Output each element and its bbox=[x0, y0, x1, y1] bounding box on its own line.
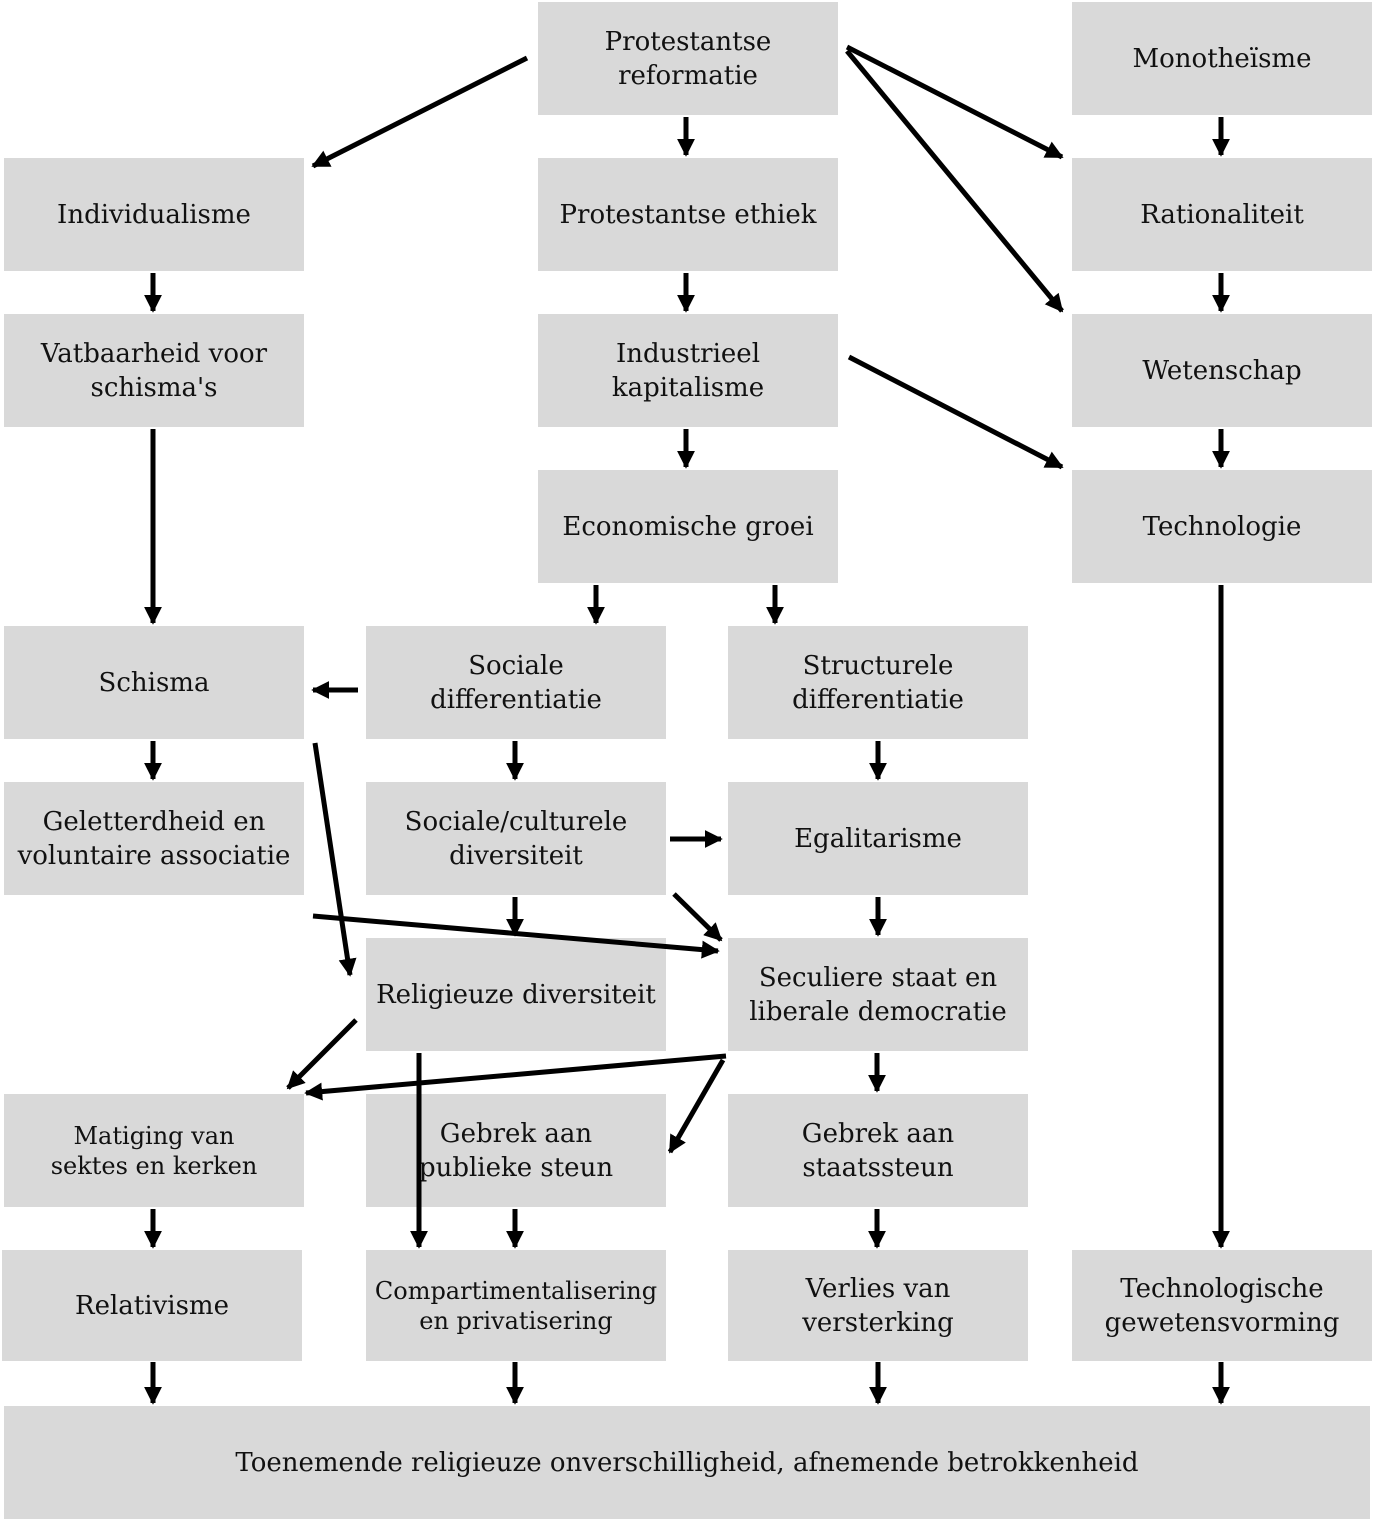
node-label: Relativisme bbox=[75, 1290, 229, 1321]
arrow-schisma-religieuze-diversiteit bbox=[312, 742, 357, 977]
node-label: Protestantse ethiek bbox=[559, 199, 817, 230]
node-protestantse-ethiek: Protestantse ethiek bbox=[538, 158, 838, 271]
node-label: Structurele differentiatie bbox=[792, 650, 964, 715]
node-label: Sociale/culturele diversiteit bbox=[404, 806, 628, 871]
node-label: Protestantse reformatie bbox=[604, 26, 772, 91]
node-vatbaarheid-voor-schismas: Vatbaarheid voor schisma's bbox=[4, 314, 304, 427]
node-technologie: Technologie bbox=[1072, 470, 1372, 583]
node-gebrek-publieke-steun: Gebrek aan publieke steun bbox=[366, 1094, 666, 1207]
node-matiging: Matiging van sektes en kerken bbox=[4, 1094, 304, 1207]
node-sociale-differentiatie: Sociale differentiatie bbox=[366, 626, 666, 739]
node-label: Toenemende religieuze onverschilligheid,… bbox=[235, 1447, 1139, 1478]
node-label: Rationaliteit bbox=[1140, 199, 1304, 230]
node-label: Economische groei bbox=[562, 511, 814, 542]
node-technologische-gewetensvorming: Technologische gewetensvorming bbox=[1072, 1250, 1372, 1361]
node-individualisme: Individualisme bbox=[4, 158, 304, 271]
node-label: Seculiere staat en liberale democratie bbox=[749, 962, 1007, 1027]
node-sociale-culturele-diversiteit: Sociale/culturele diversiteit bbox=[366, 782, 666, 895]
node-label: Technologische gewetensvorming bbox=[1104, 1273, 1340, 1338]
node-label: Religieuze diversiteit bbox=[376, 979, 656, 1010]
node-label: Sociale differentiatie bbox=[430, 650, 602, 715]
arrow-seculiere-staat-matiging bbox=[304, 1053, 727, 1101]
node-economische-groei: Economische groei bbox=[538, 470, 838, 583]
arrow-reformatie-rationaliteit bbox=[845, 44, 1064, 160]
node-compartimentalisering: Compartimentalisering en privatisering bbox=[366, 1250, 666, 1361]
node-label: Geletterdheid en voluntaire associatie bbox=[17, 806, 291, 871]
node-geletterdheid: Geletterdheid en voluntaire associatie bbox=[4, 782, 304, 895]
arrow-reformatie-wetenschap bbox=[845, 49, 1064, 313]
node-label: Compartimentalisering en privatisering bbox=[374, 1276, 658, 1335]
arrow-seculiere-staat-publieke-steun bbox=[667, 1058, 726, 1154]
node-industrieel-kapitalisme: Industrieel kapitalisme bbox=[538, 314, 838, 427]
node-religieuze-diversiteit: Religieuze diversiteit bbox=[366, 938, 666, 1051]
node-rationaliteit: Rationaliteit bbox=[1072, 158, 1372, 271]
node-label: Vatbaarheid voor schisma's bbox=[40, 338, 268, 403]
node-seculiere-staat: Seculiere staat en liberale democratie bbox=[728, 938, 1028, 1051]
node-egalitarisme: Egalitarisme bbox=[728, 782, 1028, 895]
node-label: Industrieel kapitalisme bbox=[611, 338, 765, 403]
arrow-reformatie-individualisme bbox=[311, 55, 529, 169]
node-label: Individualisme bbox=[57, 199, 251, 230]
node-wetenschap: Wetenschap bbox=[1072, 314, 1372, 427]
node-gebrek-staatssteun: Gebrek aan staatssteun bbox=[728, 1094, 1028, 1207]
arrow-kapitalisme-technologie bbox=[847, 354, 1064, 470]
node-label: Gebrek aan publieke steun bbox=[418, 1118, 614, 1183]
node-verlies-van-versterking: Verlies van versterking bbox=[728, 1250, 1028, 1361]
node-label: Verlies van versterking bbox=[802, 1273, 954, 1338]
node-label: Wetenschap bbox=[1142, 355, 1302, 386]
node-protestantse-reformatie: Protestantse reformatie bbox=[538, 2, 838, 115]
node-label: Gebrek aan staatssteun bbox=[801, 1118, 955, 1183]
node-label: Schisma bbox=[98, 667, 210, 698]
arrow-culturele-diversiteit-seculiere-staat bbox=[672, 892, 723, 942]
node-structurele-differentiatie: Structurele differentiatie bbox=[728, 626, 1028, 739]
node-relativisme: Relativisme bbox=[2, 1250, 302, 1361]
node-label: Egalitarisme bbox=[794, 823, 962, 854]
arrow-religieuze-diversiteit-matiging bbox=[286, 1018, 358, 1090]
node-monotheisme: Monotheïsme bbox=[1072, 2, 1372, 115]
node-schisma: Schisma bbox=[4, 626, 304, 739]
node-toenemende-onverschilligheid: Toenemende religieuze onverschilligheid,… bbox=[4, 1406, 1370, 1519]
node-label: Matiging van sektes en kerken bbox=[50, 1121, 258, 1180]
node-label: Technologie bbox=[1142, 511, 1302, 542]
node-label: Monotheïsme bbox=[1132, 43, 1312, 74]
